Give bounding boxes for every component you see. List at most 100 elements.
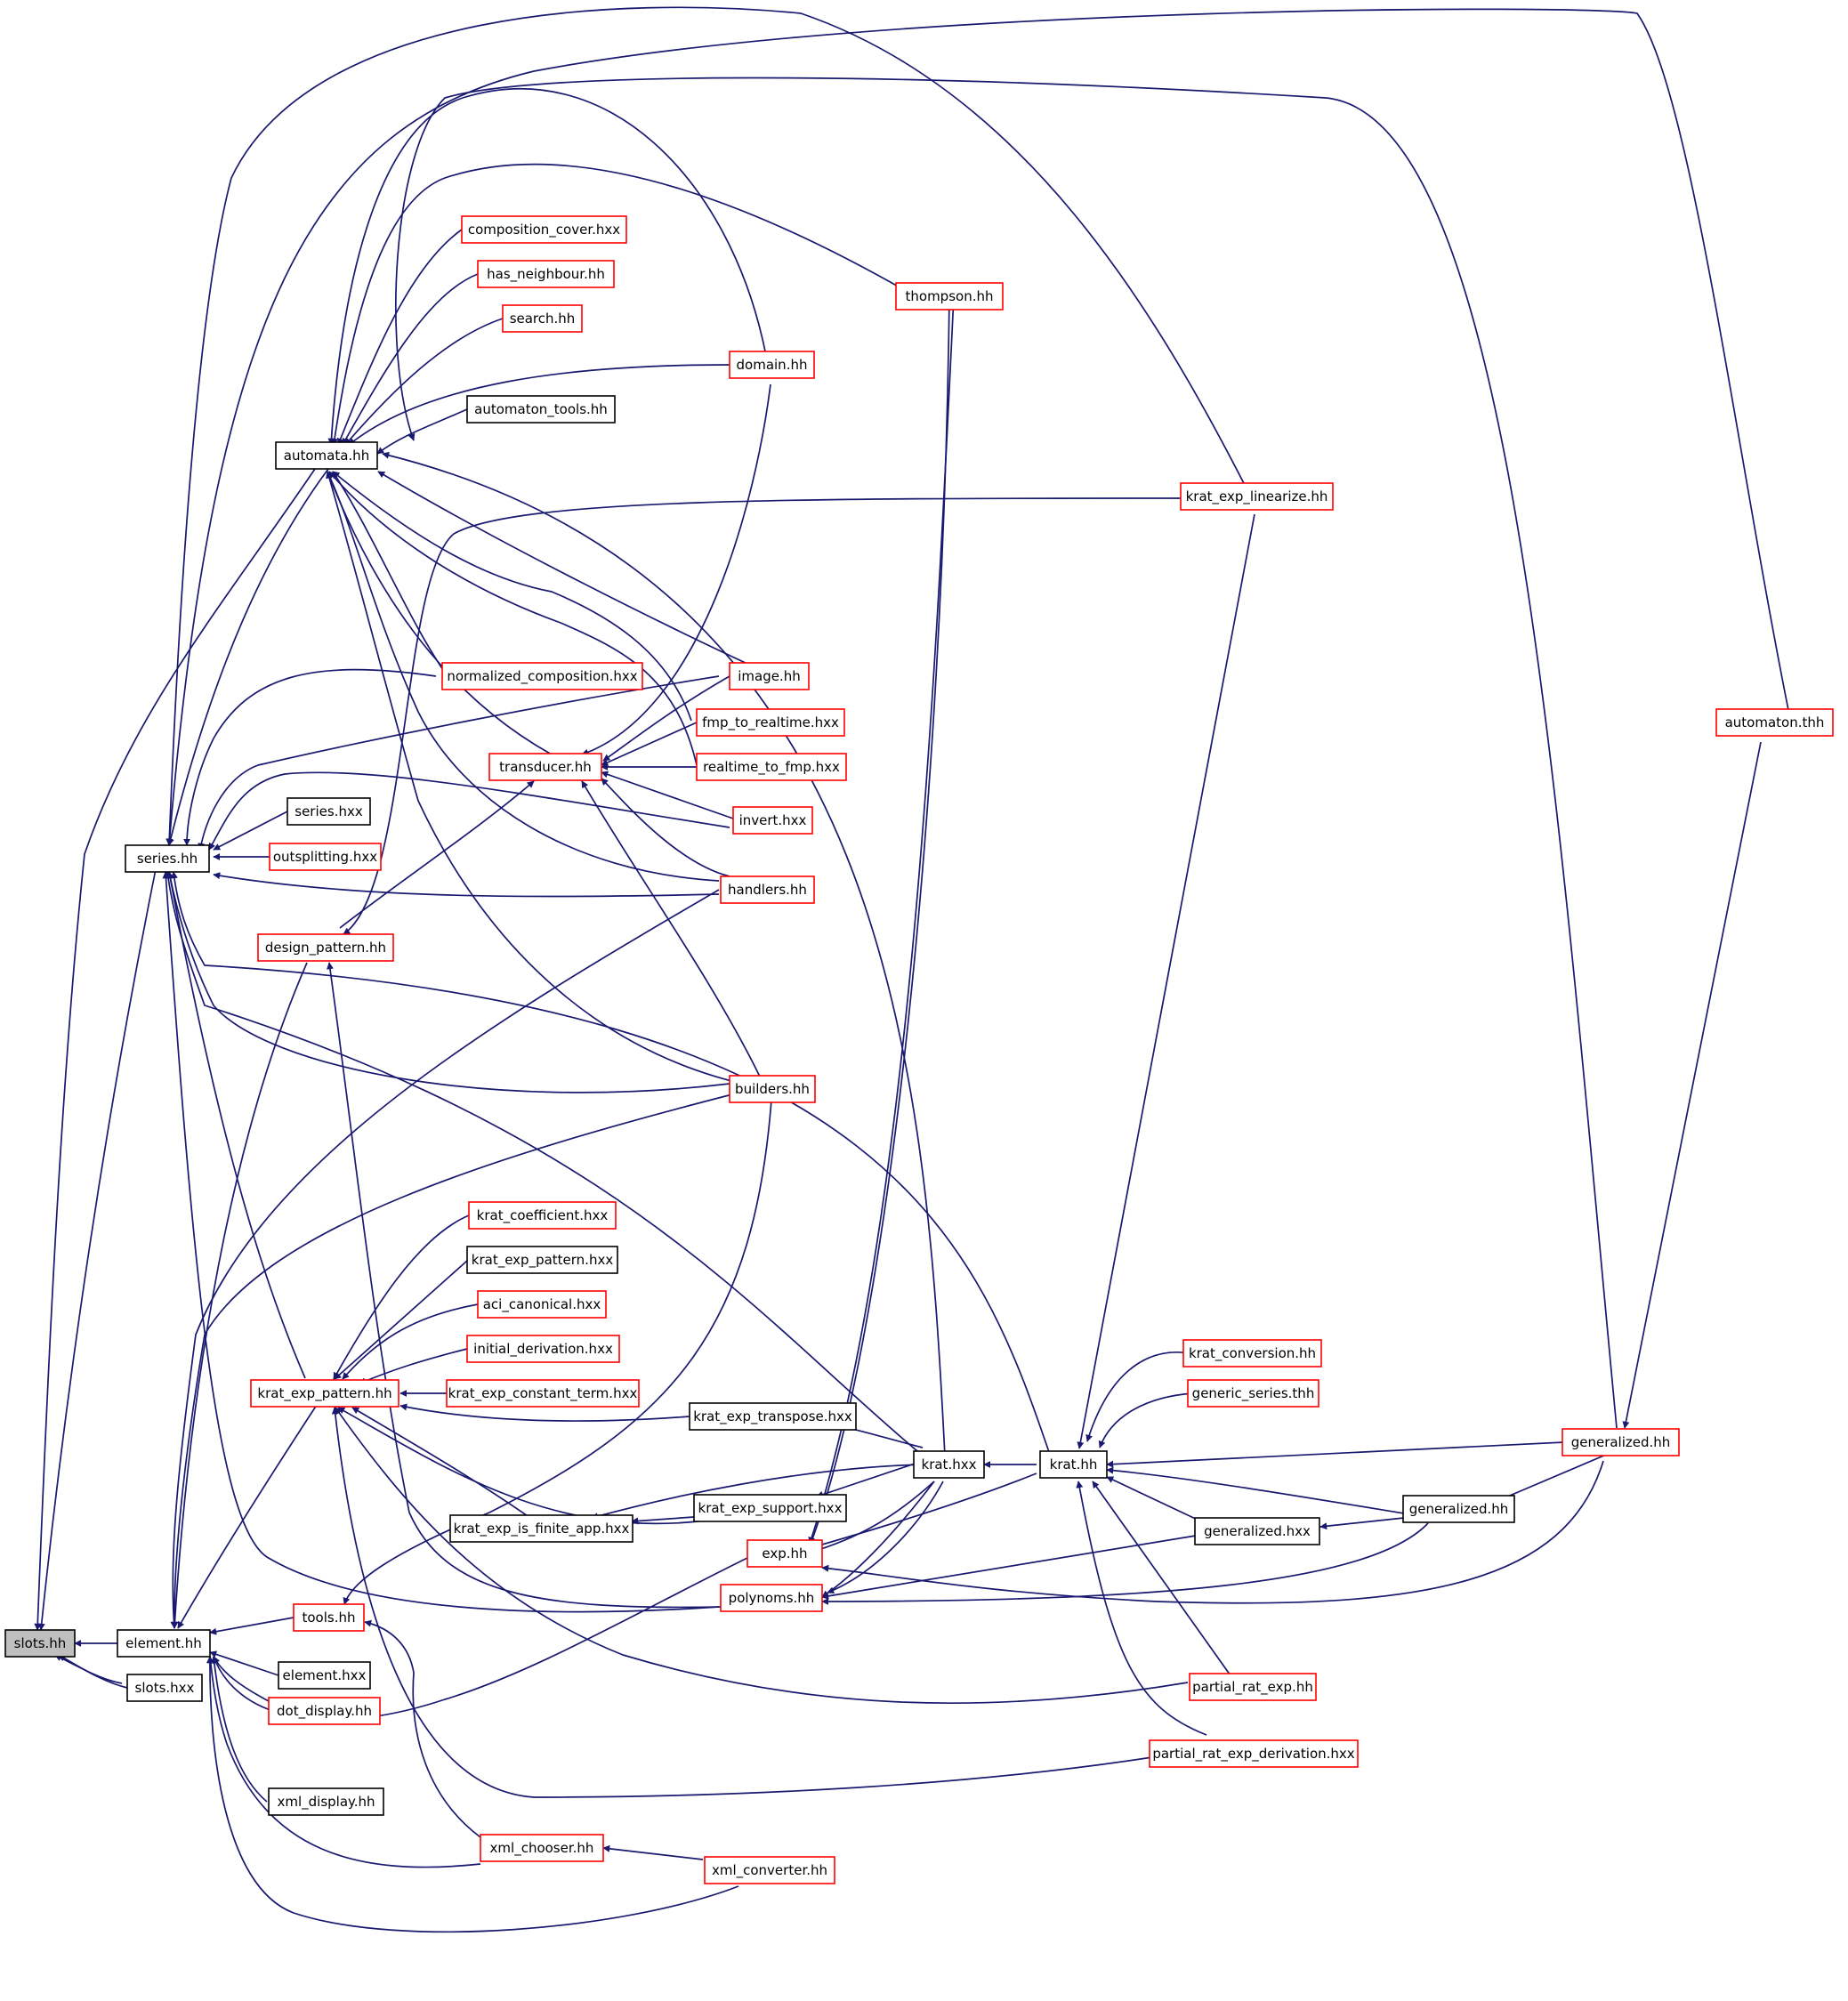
node-element-hh[interactable]: element.hh <box>117 1629 211 1658</box>
node-thompson-hh[interactable]: thompson.hh <box>895 282 1004 311</box>
edge <box>337 1407 706 1525</box>
node-box <box>477 1290 607 1319</box>
node-generalized-hh[interactable]: generalized.hh <box>1402 1495 1515 1523</box>
node-krat-coefficient[interactable]: krat_coefficient.hxx <box>468 1201 617 1230</box>
edge <box>1077 513 1255 1449</box>
node-krat-exp-constant-term[interactable]: krat_exp_constant_term.hxx <box>446 1379 640 1408</box>
node-box <box>696 753 847 781</box>
node-design-pattern[interactable]: design_pattern.hh <box>257 933 394 962</box>
edge <box>1085 1351 1190 1442</box>
node-krat-hxx[interactable]: krat.hxx <box>913 1450 985 1479</box>
node-search-hh[interactable]: search.hh <box>502 304 583 333</box>
node-label: krat_conversion.hh <box>1189 1345 1316 1362</box>
node-partial-rat-exp-derivation[interactable]: partial_rat_exp_derivation.hxx <box>1149 1739 1359 1768</box>
node-box <box>895 282 1004 311</box>
node-generalized-hxx[interactable]: generalized.hxx <box>1194 1517 1320 1545</box>
edge <box>183 668 437 846</box>
node-krat-exp-transpose[interactable]: krat_exp_transpose.hxx <box>689 1402 857 1431</box>
node-aci-canonical[interactable]: aci_canonical.hxx <box>477 1290 607 1319</box>
node-krat-exp-support[interactable]: krat_exp_support.hxx <box>693 1494 847 1522</box>
edge <box>1622 741 1762 1429</box>
edge <box>335 1407 1189 1705</box>
node-box <box>1180 482 1334 511</box>
node-box <box>732 806 813 835</box>
node-krat-exp-linearize[interactable]: krat_exp_linearize.hh <box>1180 482 1334 511</box>
node-tools-hh[interactable]: tools.hh <box>293 1603 365 1632</box>
node-box <box>696 708 845 737</box>
node-fmp-to-realtime[interactable]: fmp_to_realtime.hxx <box>696 708 845 737</box>
node-label: composition_cover.hxx <box>468 222 620 238</box>
node-realtime-to-fmp[interactable]: realtime_to_fmp.hxx <box>696 753 847 781</box>
node-label: fmp_to_realtime.hxx <box>702 714 839 731</box>
edge <box>326 471 751 1086</box>
node-xml-chooser[interactable]: xml_chooser.hh <box>480 1834 604 1862</box>
edge <box>209 1650 279 1676</box>
edge <box>348 364 730 446</box>
node-generic-series[interactable]: generic_series.thh <box>1187 1379 1319 1408</box>
edge <box>342 1303 479 1380</box>
edge <box>206 1656 481 1868</box>
node-krat-exp-pattern-hxx[interactable]: krat_exp_pattern.hxx <box>466 1246 618 1274</box>
node-label: krat.hxx <box>922 1456 977 1473</box>
node-builders-hh[interactable]: builders.hh <box>729 1075 816 1103</box>
edge <box>166 871 730 1093</box>
edge <box>37 868 157 1631</box>
node-box <box>693 1494 847 1522</box>
edge <box>198 675 720 851</box>
node-box <box>1715 708 1834 737</box>
node-krat-exp-pattern-hh[interactable]: krat_exp_pattern.hh <box>250 1379 399 1408</box>
node-series-hxx[interactable]: series.hxx <box>286 797 371 826</box>
node-partial-rat-exp[interactable]: partial_rat_exp.hh <box>1189 1673 1317 1701</box>
node-label: xml_converter.hh <box>712 1862 827 1879</box>
node-normalized-composition[interactable]: normalized_composition.hxx <box>441 662 643 690</box>
node-polynoms-hh[interactable]: polynoms.hh <box>720 1584 823 1612</box>
edge <box>339 780 535 929</box>
node-box <box>257 933 394 962</box>
node-initial-derivation[interactable]: initial_derivation.hxx <box>466 1335 620 1363</box>
node-label: generalized.hxx <box>1204 1523 1311 1539</box>
edge <box>364 1619 481 1838</box>
edge <box>54 1654 123 1684</box>
node-generalized-hh-red[interactable]: generalized.hh <box>1562 1428 1680 1456</box>
node-element-hxx[interactable]: element.hxx <box>278 1661 371 1690</box>
node-handlers-hh[interactable]: handlers.hh <box>720 875 815 904</box>
node-box <box>441 662 643 690</box>
node-dot-display[interactable]: dot_display.hh <box>268 1697 381 1725</box>
node-krat-exp-is-finite-app[interactable]: krat_exp_is_finite_app.hxx <box>449 1514 633 1543</box>
node-automata-hh[interactable]: automata.hh <box>275 441 378 470</box>
edge <box>809 1481 935 1554</box>
node-invert-hxx[interactable]: invert.hxx <box>732 806 813 835</box>
node-box <box>729 662 810 690</box>
edge <box>336 229 463 446</box>
node-composition-cover[interactable]: composition_cover.hxx <box>461 215 627 244</box>
node-box <box>1402 1495 1515 1523</box>
node-has-neighbour[interactable]: has_neighbour.hh <box>477 260 615 288</box>
edge <box>212 1557 748 1721</box>
edge <box>327 962 722 1609</box>
node-outsplitting[interactable]: outsplitting.hxx <box>269 843 382 871</box>
node-label: domain.hh <box>737 357 808 373</box>
node-series-hh[interactable]: series.hh <box>125 844 210 873</box>
node-label: element.hh <box>125 1635 202 1651</box>
node-slots-hh[interactable]: slots.hh <box>4 1629 76 1658</box>
node-xml-converter[interactable]: xml_converter.hh <box>704 1856 835 1884</box>
node-domain-hh[interactable]: domain.hh <box>729 351 815 379</box>
edge <box>821 1481 935 1598</box>
node-slots-hxx[interactable]: slots.hxx <box>126 1674 203 1702</box>
edge <box>351 1407 531 1519</box>
node-box <box>466 1335 620 1363</box>
node-transducer-hh[interactable]: transducer.hh <box>488 753 602 781</box>
node-krat-hh[interactable]: krat.hh <box>1039 1450 1108 1479</box>
edge <box>821 1522 1429 1605</box>
edge <box>602 675 730 762</box>
node-automaton-thh[interactable]: automaton.thh <box>1715 708 1834 737</box>
node-krat-conversion[interactable]: krat_conversion.hh <box>1182 1339 1322 1368</box>
node-label: generic_series.thh <box>1192 1385 1315 1402</box>
node-label: krat_exp_support.hxx <box>698 1500 843 1517</box>
node-exp-hh[interactable]: exp.hh <box>746 1539 823 1568</box>
node-automaton-tools[interactable]: automaton_tools.hh <box>466 395 616 424</box>
node-xml-display[interactable]: xml_display.hh <box>268 1787 384 1816</box>
node-image-hh[interactable]: image.hh <box>729 662 810 690</box>
edge <box>327 471 720 882</box>
node-label: xml_chooser.hh <box>490 1840 594 1857</box>
